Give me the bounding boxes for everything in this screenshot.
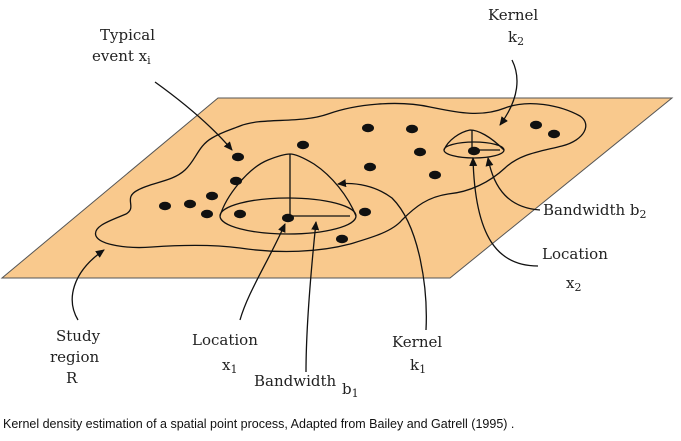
event-point [468,146,480,156]
label-study-line3: R [66,369,78,387]
event-point [362,123,374,133]
event-point [282,213,294,223]
label-study-line2: region [50,348,99,366]
label-location1-line2: x [222,356,231,374]
event-point [232,152,244,162]
label-kernel2-line2: k [508,28,518,46]
label-kernel2-line1: Kernel [488,6,538,24]
label-location1-line1: Location [192,331,258,349]
label-kernel1-sub: 1 [419,363,426,376]
label-bandwidth1: Bandwidth [254,372,336,390]
label-typical-event-line2: event x [92,47,148,65]
label-location2-line1: Location [542,245,608,263]
event-point [406,124,418,134]
svg-text:b1: b1 [342,380,359,400]
leader-arrows [71,59,541,373]
event-point [414,147,426,157]
figure-caption: Kernel density estimation of a spatial p… [3,417,515,431]
event-point [234,209,246,219]
event-point [184,199,196,209]
plane-surface [0,97,674,279]
kernel-k1-shape [219,153,357,235]
label-study-line1: Study [56,327,101,345]
label-bandwidth2-sub: 2 [640,208,647,221]
label-location2-sub: 2 [574,281,581,294]
svg-text:x1: x1 [222,356,237,376]
label-typical-event-sub: i [147,54,151,67]
event-point [297,140,309,150]
event-point [548,129,560,139]
event-point [364,162,376,172]
labels: Typical event xi Kernel k2 Bandwidth b2 … [50,6,647,400]
label-location1-sub: 1 [230,363,237,376]
label-kernel1-line1: Kernel [392,333,442,351]
label-bandwidth2: Bandwidth b [543,201,640,219]
event-point [159,201,171,211]
svg-text:Bandwidth b2: Bandwidth b2 [543,201,647,221]
svg-text:k2: k2 [508,28,524,48]
event-point [336,234,348,244]
event-point [359,207,371,217]
label-bandwidth1-sub: 1 [352,387,359,400]
event-point [230,176,242,186]
event-point [206,191,218,201]
label-kernel2-sub: 2 [517,35,524,48]
svg-text:x2: x2 [566,274,581,294]
event-points [159,120,560,244]
svg-text:k1: k1 [410,356,426,376]
event-point [429,170,441,180]
study-region-boundary [94,102,587,253]
label-kernel1-line2: k [410,356,420,374]
event-point [201,209,213,219]
svg-text:event xi: event xi [92,47,151,67]
label-location2-line2: x [566,274,575,292]
event-point [530,120,542,130]
label-bandwidth1-b: b [342,380,352,398]
label-typical-event-line1: Typical [100,26,155,44]
